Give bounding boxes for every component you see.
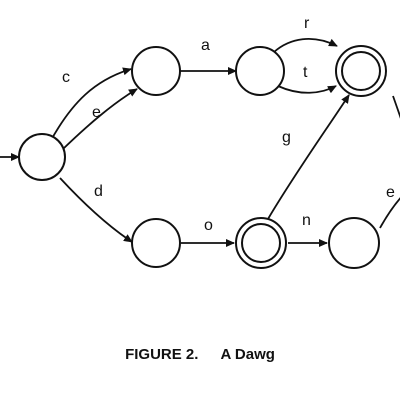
edge-start-s2-d [59,177,133,243]
label-d: d [94,183,103,200]
label-c: c [62,69,70,86]
state-start [18,133,66,181]
label-n: n [302,212,311,229]
edge-start-s1-c [49,67,132,143]
label-e-top: e [92,104,101,121]
figure-caption: FIGURE 2. A Dawg [0,346,400,363]
edge-s5-s4-g [267,94,350,220]
label-e-right: e [386,184,395,201]
edge-s4-offscreen [392,95,400,119]
state-s6 [328,217,380,269]
label-o: o [204,217,213,234]
figure-number: FIGURE 2. [125,346,199,363]
state-s4-accepting-inner [341,51,381,91]
label-a: a [201,37,210,54]
edge-s3-s4-r [273,38,338,53]
state-s5-accepting-inner [241,223,281,263]
label-g: g [282,129,291,146]
state-s3 [235,46,285,96]
state-s2 [131,218,181,268]
figure-title: A Dawg [220,346,275,363]
label-r: r [304,15,310,32]
edge-s6-s7-e [379,197,400,229]
edge-s3-s4-t [277,85,337,94]
label-t: t [303,64,308,81]
edge-start-s1-e [62,88,138,150]
state-s1 [131,46,181,96]
